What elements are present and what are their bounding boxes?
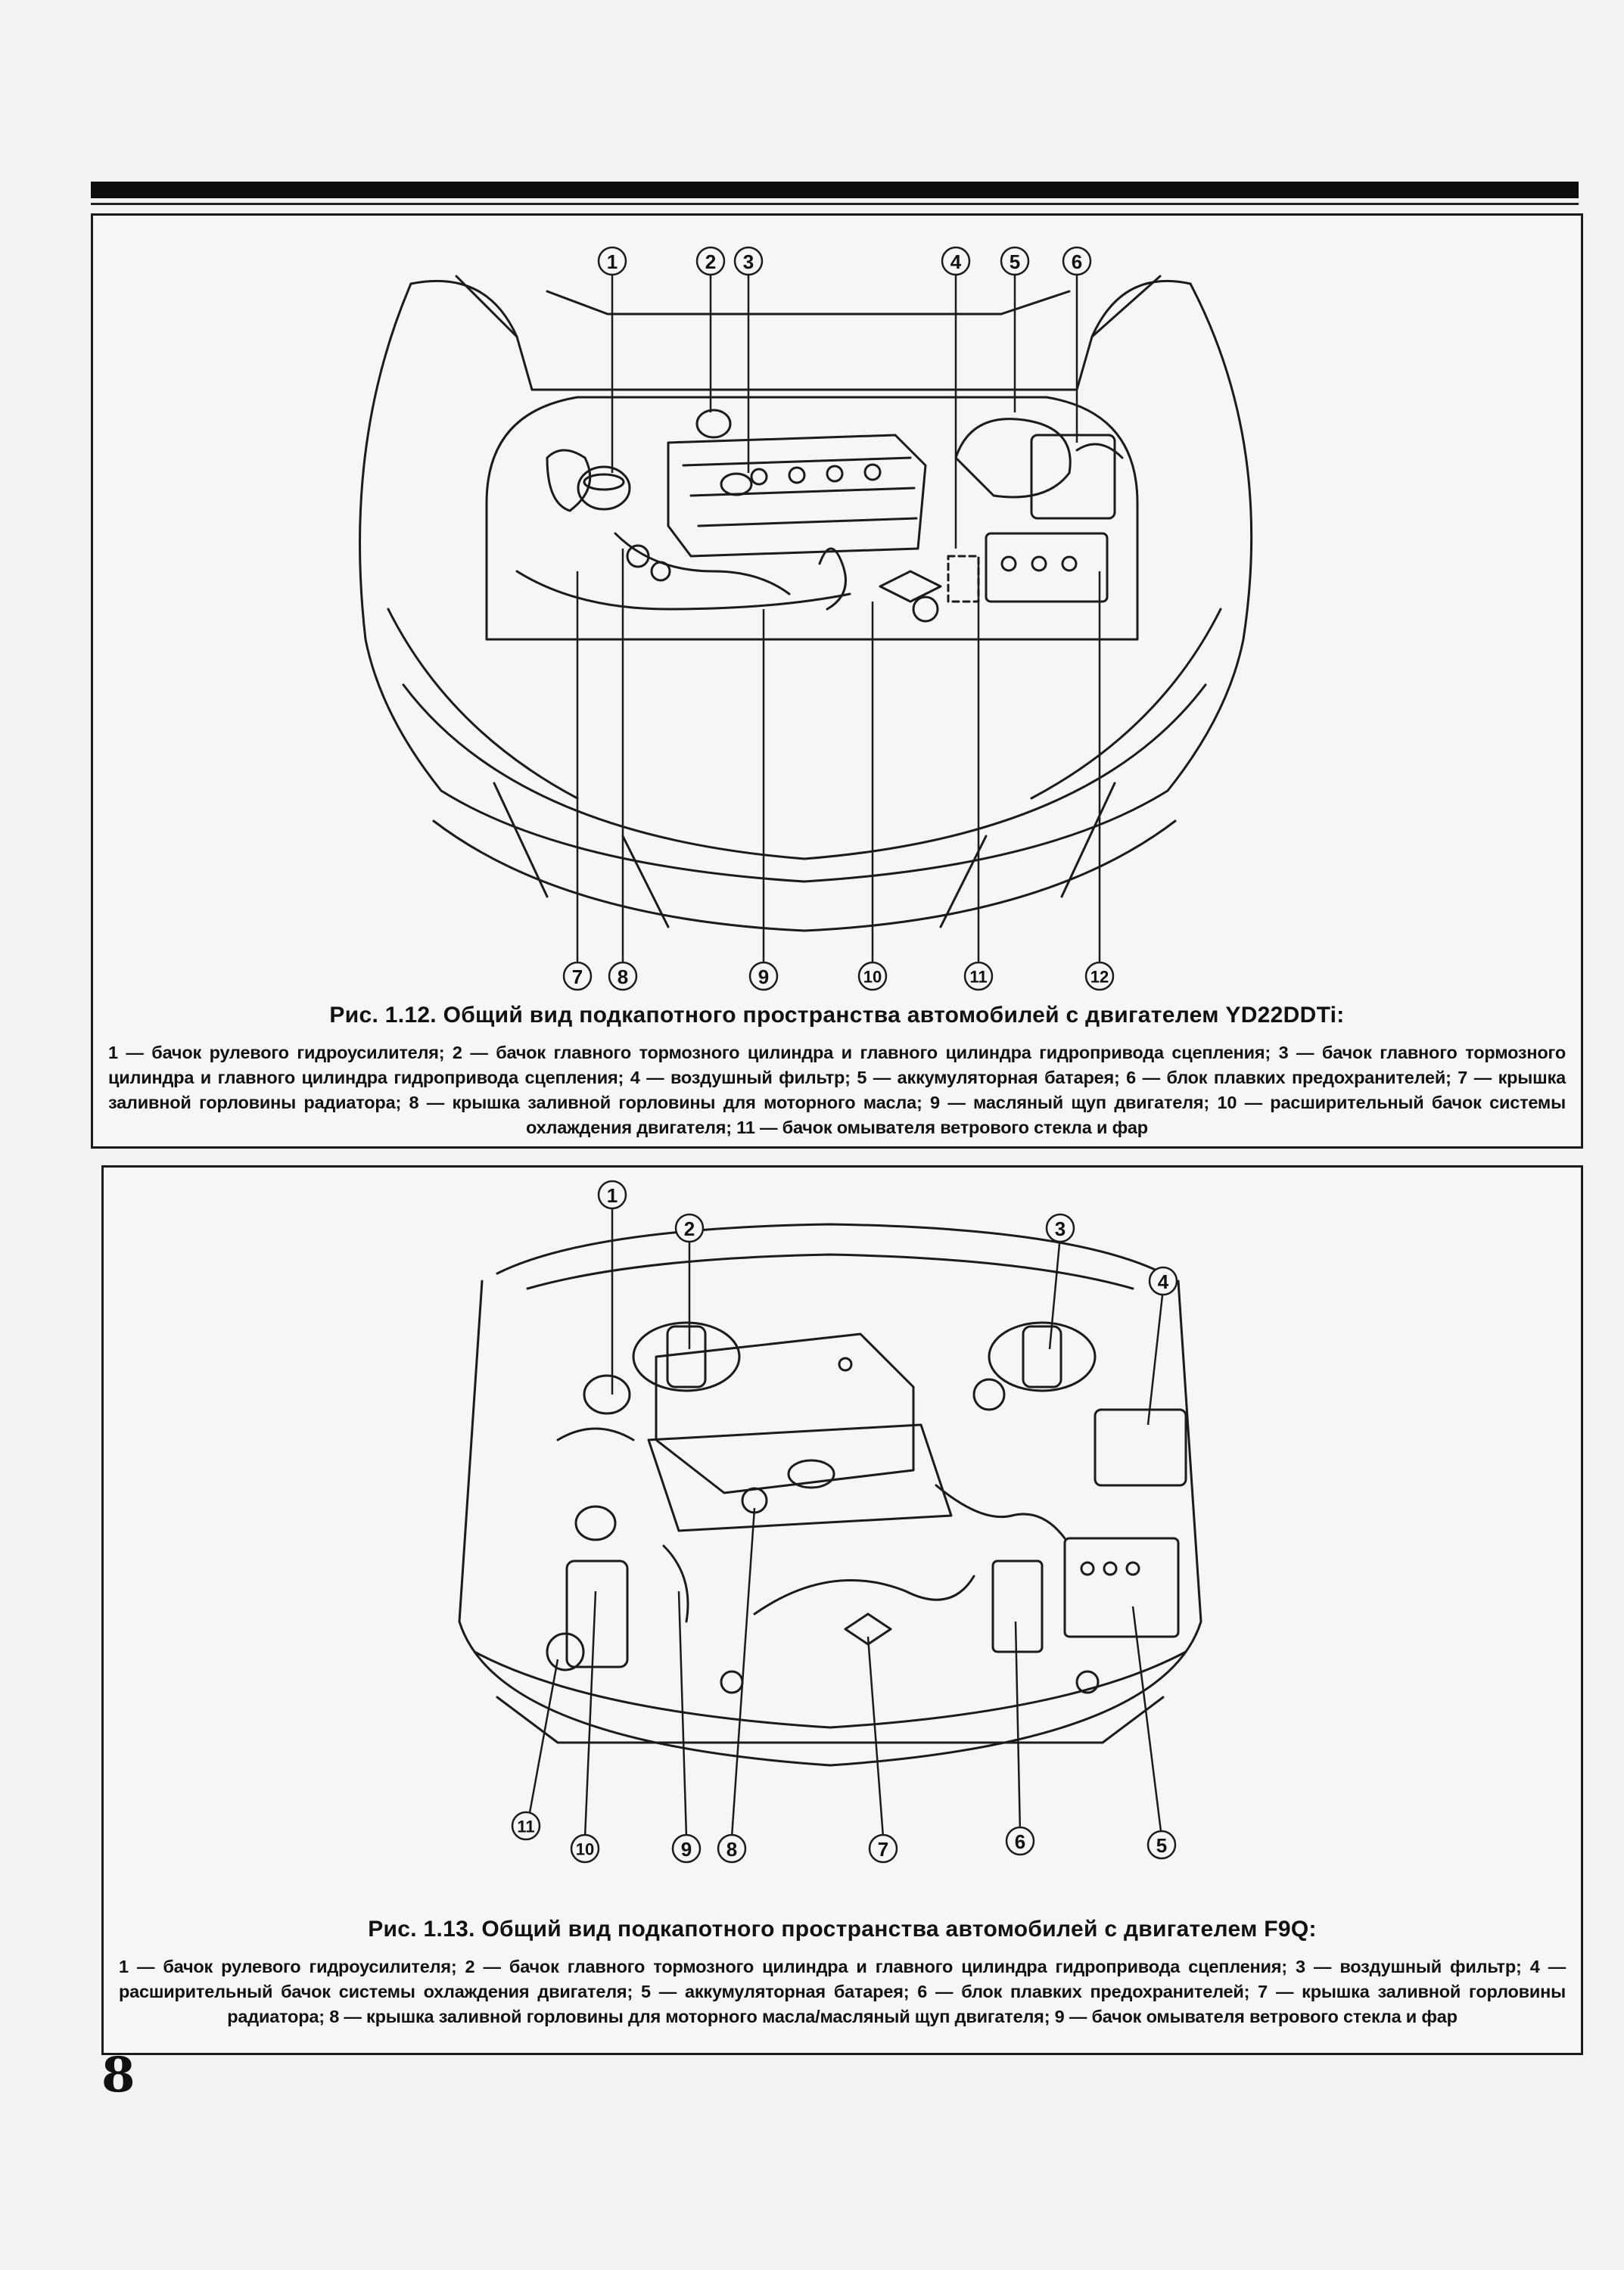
callout-label: 8 [726,1838,737,1861]
callout-label: 12 [1090,968,1109,987]
callout-label: 5 [1156,1834,1167,1857]
callout-label: 2 [705,250,716,273]
callout-7 [562,961,593,991]
callout-2 [674,1213,705,1243]
callout-label: 6 [1072,250,1082,273]
callout-label: 8 [618,966,628,988]
callout-label: 6 [1015,1830,1025,1853]
callout-label: 9 [681,1838,692,1861]
header-rule-thin [91,203,1579,205]
callout-label: 11 [969,968,987,987]
header-rule-thick [91,182,1579,198]
figure-1-12: 1 2 3 4 5 6 7 8 9 10 11 12 Рис. 1.12. Об… [91,213,1583,1149]
callout-1 [597,246,627,276]
callout-6 [1062,246,1092,276]
callout-label: 11 [517,1818,534,1836]
callout-9 [748,961,779,991]
callout-label: 5 [1010,250,1020,273]
callout-label: 3 [1055,1217,1066,1240]
callout-label: 2 [684,1217,695,1240]
callout-10 [857,961,888,991]
callout-8 [608,961,638,991]
callout-7 [868,1833,898,1864]
callout-12 [1084,961,1115,991]
engine-bay-drawing-yd22ddti: 1 2 3 4 5 6 7 8 9 10 11 12 [359,246,1253,991]
callout-label: 10 [576,1840,594,1859]
callout-9 [671,1833,702,1864]
figure-legend: 1 — бачок рулевого гидроусилителя; 2 — б… [119,1957,1566,2026]
engine-bay-drawing-f9q: 1 2 3 4 5 6 7 8 9 10 11 [458,1180,1202,1864]
callout-11 [963,961,994,991]
callout-label: 4 [950,250,962,273]
callout-5 [1000,246,1030,276]
figure-legend: 1 — бачок рулевого гидроусилителя; 2 — б… [108,1043,1566,1137]
page-number: 8 [101,2047,135,2104]
callout-5 [1146,1830,1177,1860]
callout-label: 9 [758,966,769,988]
callout-label: 1 [607,1184,618,1207]
callout-4 [941,246,971,276]
callout-6 [1005,1826,1035,1856]
callout-label: 7 [572,966,583,988]
callout-label: 10 [863,968,882,987]
callout-label: 3 [743,250,754,273]
callout-4 [1148,1266,1178,1296]
callout-10 [570,1833,600,1864]
figure-1-13: 1 2 3 4 5 6 7 8 9 10 11 Рис. 1.13. Общий… [101,1165,1583,2055]
callout-11 [511,1811,541,1841]
figure-title: Рис. 1.13. Общий вид подкапотного простр… [368,1917,1317,1942]
callout-8 [717,1833,747,1864]
callout-2 [695,246,726,276]
callout-label: 7 [878,1838,888,1861]
figure-title: Рис. 1.12. Общий вид подкапотного простр… [329,1003,1345,1028]
callout-3 [733,246,764,276]
callout-label: 1 [607,250,618,273]
callout-3 [1045,1213,1075,1243]
callout-1 [597,1180,627,1210]
callout-label: 4 [1158,1270,1169,1293]
